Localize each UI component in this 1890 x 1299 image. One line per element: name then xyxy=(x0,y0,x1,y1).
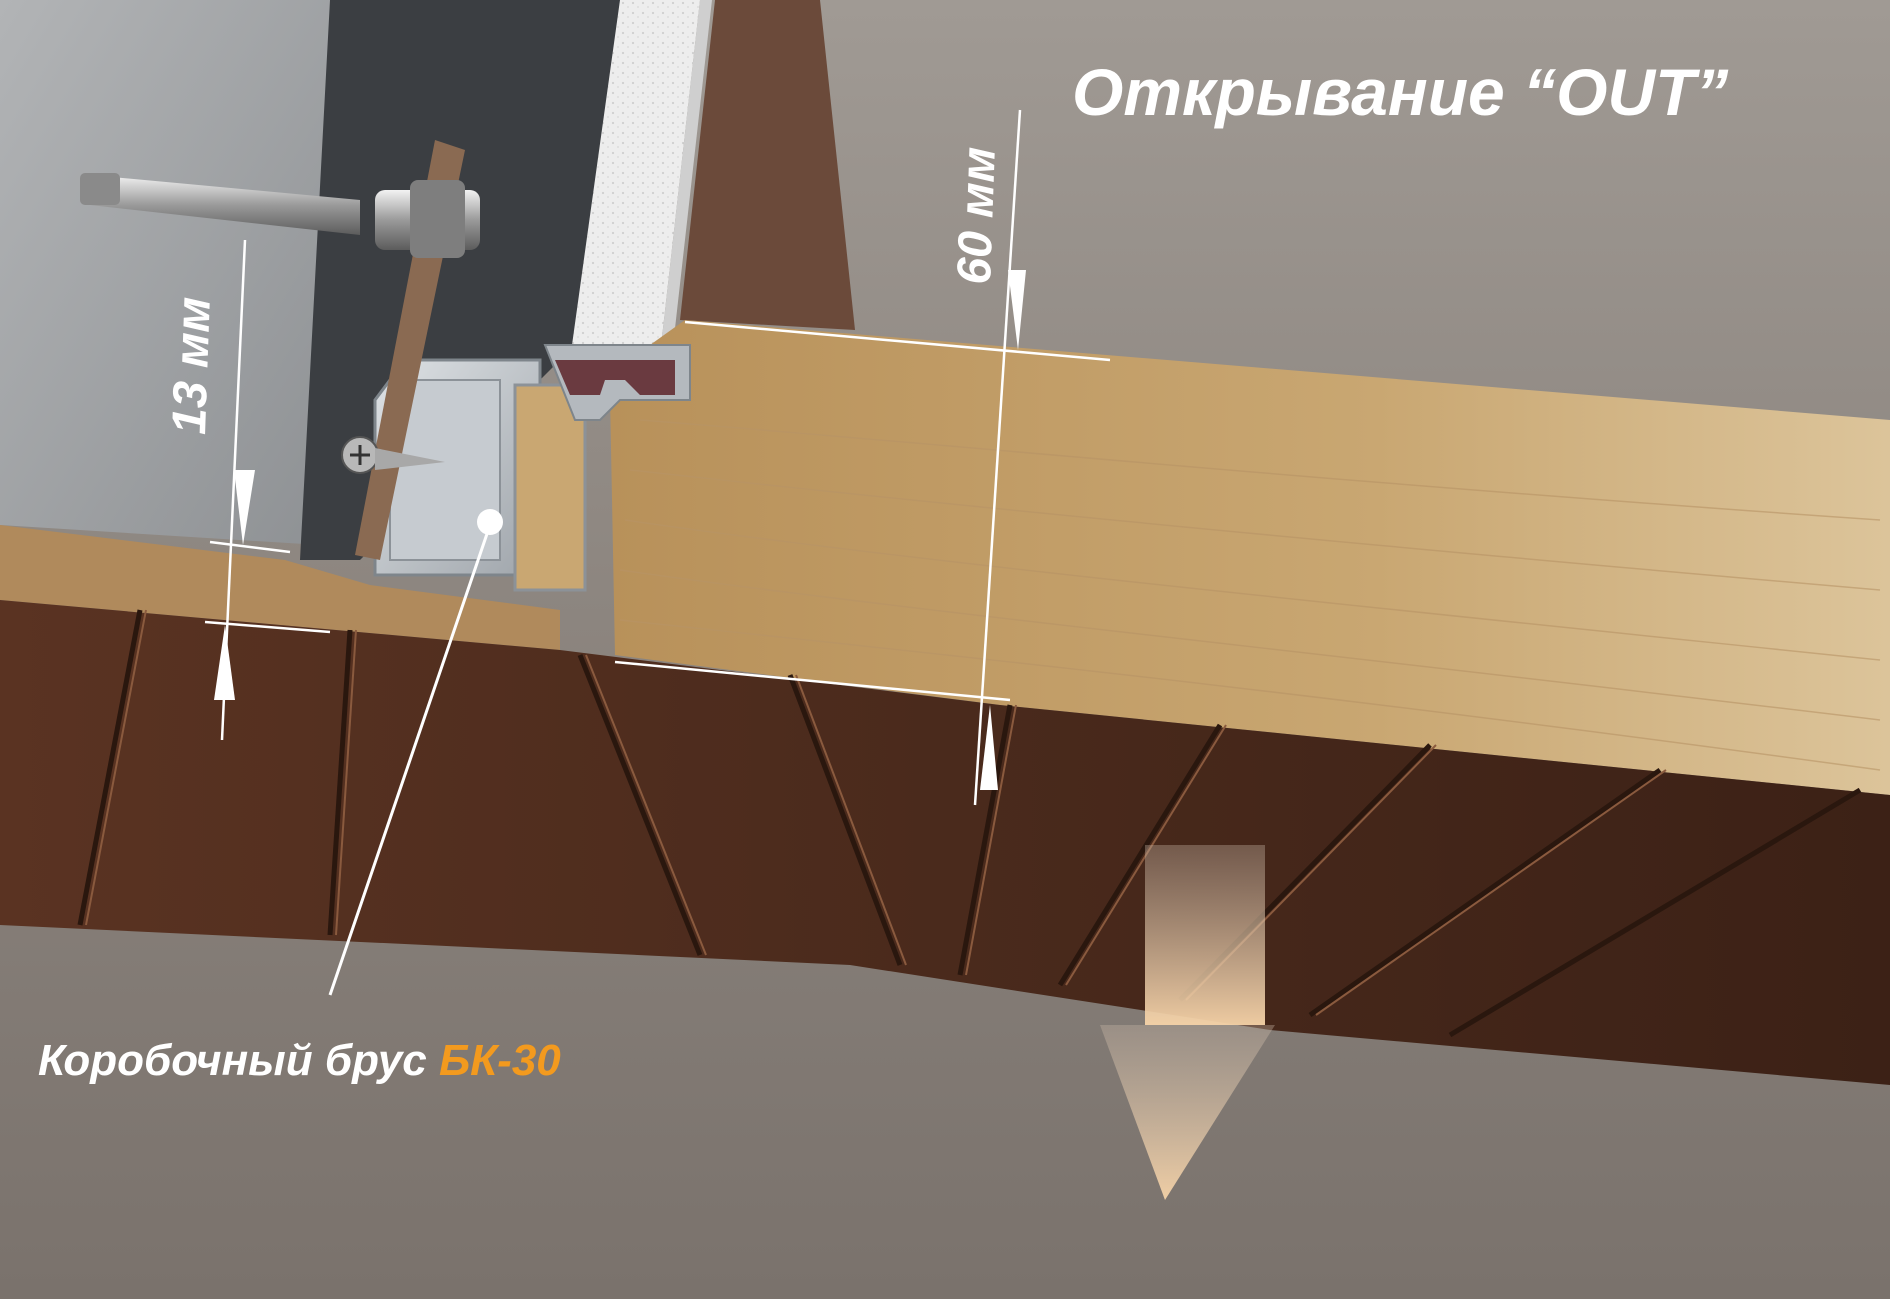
dimension-label-60: 60 мм xyxy=(948,146,1006,286)
dimension-label-13: 13 мм xyxy=(163,296,221,436)
panel-grooves xyxy=(77,609,1862,1038)
opening-direction-arrow xyxy=(1100,845,1275,1200)
dimension-13 xyxy=(204,239,331,741)
page-title: Открывание “OUT” xyxy=(1072,55,1728,129)
callout-code: БК-30 xyxy=(439,1036,561,1085)
callout-text: Коробочный брус xyxy=(38,1036,439,1085)
wooden-post xyxy=(680,0,855,330)
sandwich-foam xyxy=(572,0,700,355)
anchor-bolt xyxy=(80,173,480,258)
wall xyxy=(0,0,330,545)
rubber-seal xyxy=(555,360,675,395)
callout-leader xyxy=(328,509,503,996)
sandwich-edge xyxy=(660,0,712,355)
dimension-60 xyxy=(614,109,1111,806)
callout-label: Коробочный брус БК-30 xyxy=(38,1036,561,1085)
oak-grain xyxy=(619,419,1881,771)
door-leaf-top xyxy=(610,320,1890,795)
lower-panel xyxy=(0,600,1890,1085)
fixing-screw xyxy=(341,436,445,474)
panel-grooves-highlight xyxy=(85,609,1667,1016)
threshold-trim xyxy=(0,525,560,650)
